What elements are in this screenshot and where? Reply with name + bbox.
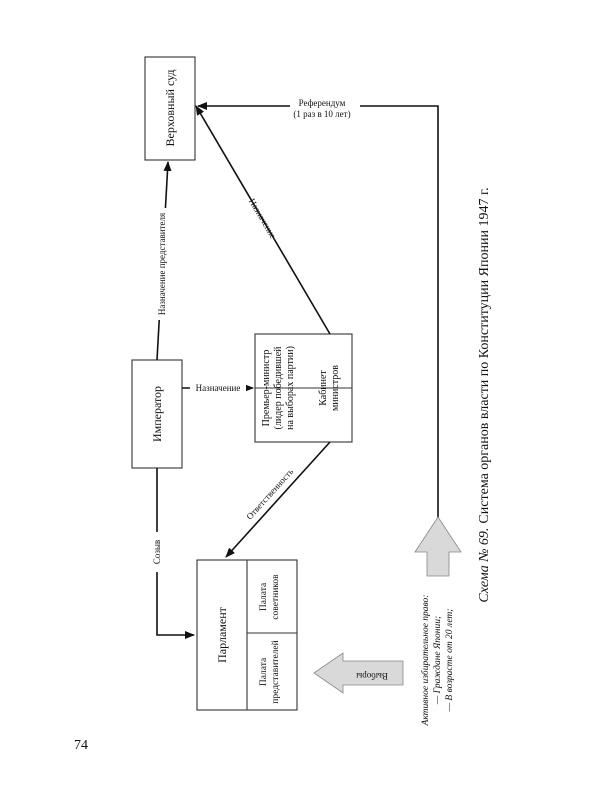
parliament-node: Парламент Палата советников Палата предс… (196, 559, 298, 711)
elections-arrow: Выборы (313, 652, 404, 694)
lower-house-label-line2: представителей (270, 640, 281, 703)
edge-referendum: Референдум (1 раз в 10 лет) (197, 96, 439, 525)
pm-label-line1: Премьер-министр (261, 350, 272, 427)
parliament-label: Парламент (215, 606, 229, 662)
edge-label-convocation: Созыв (152, 540, 162, 564)
caption-text: Система органов власти по Конституции Яп… (477, 187, 492, 523)
edge-label-appointment: Назначение (196, 383, 241, 393)
edge-label-responsibility: Ответственность (244, 466, 295, 521)
emperor-node: Император (131, 359, 183, 469)
suffrage-note: Активное избирательное право: — Граждане… (420, 595, 455, 727)
supreme-court-node: Верховный суд (144, 56, 196, 161)
pm-label-line3: на выборах партии) (285, 346, 296, 430)
edge-convocation: Созыв (151, 468, 195, 639)
left-arrow-icon (313, 652, 404, 694)
edge-label-referendum-line2: (1 раз в 10 лет) (293, 109, 350, 119)
edge-label-appointment-court: Назначение (247, 197, 278, 241)
pm-label-line2: (лидер победившей (273, 346, 284, 430)
edge-appointment: Назначение (182, 382, 254, 394)
cabinet-node: Премьер-министр (лидер победившей на выб… (254, 333, 353, 443)
suffrage-item2: — В возрасте от 20 лет; (445, 609, 455, 713)
edge-appointment-court: Назначение (195, 105, 331, 335)
upper-house-label-line1: Палата (259, 582, 269, 611)
edge-label-appointment-rep: Назначение представителя (157, 213, 167, 315)
edge-label-elections: Выборы (356, 671, 388, 681)
caption-number: Схема № 69. (477, 528, 492, 603)
figure-caption: Схема № 69. Система органов власти по Кон… (477, 187, 492, 602)
edge-label-referendum-line1: Референдум (299, 98, 346, 108)
edge-responsibility: Ответственность (225, 441, 331, 558)
up-arrow-icon (414, 516, 462, 577)
page-number: 74 (74, 738, 88, 753)
lower-house-label-line1: Палата (259, 657, 269, 686)
cabinet-label-line2: министров (330, 365, 341, 411)
cabinet-label-line1: Кабинет (318, 370, 329, 406)
edge-appointment-rep: Назначение представителя (154, 161, 172, 361)
emperor-label: Император (150, 386, 164, 442)
suffrage-item1: — Граждане Японии; (432, 616, 443, 705)
supreme-court-label: Верховный суд (163, 70, 177, 147)
suffrage-title: Активное избирательное право: (420, 595, 431, 727)
upper-house-label-line2: советников (271, 574, 281, 620)
